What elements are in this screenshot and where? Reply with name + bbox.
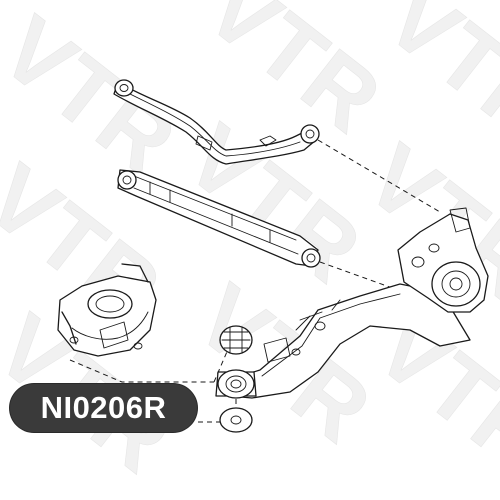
spring-seat-bracket — [57, 263, 157, 357]
upper-lateral-link — [113, 79, 320, 165]
bushing-upper-ring — [219, 325, 253, 355]
lower-lateral-link — [117, 169, 321, 268]
part-number-badge: NI0206R — [10, 384, 197, 432]
bushing-main — [215, 369, 257, 399]
bushing-washer — [219, 407, 253, 433]
trailing-arm-knuckle — [227, 207, 489, 399]
